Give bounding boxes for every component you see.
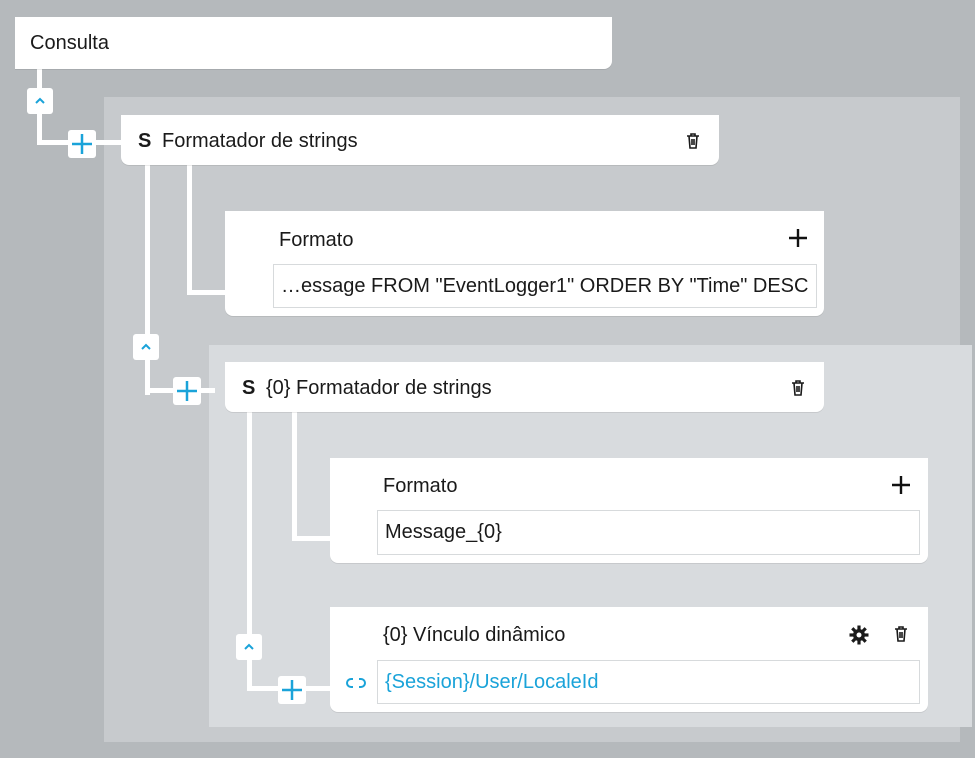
chevron-up-icon: [35, 97, 45, 104]
trash-icon[interactable]: [788, 378, 808, 398]
tree-connector: [187, 160, 192, 295]
root-query-label: Consulta: [30, 32, 109, 54]
formatter2-node[interactable]: S {0} Formatador de strings: [225, 362, 824, 412]
formatter2-format-node: Formato Message_{0}: [330, 458, 928, 563]
format-input-value: Message_{0}: [385, 521, 502, 543]
tree-connector: [145, 160, 150, 395]
tree-connector: [187, 290, 229, 295]
formatter1-node[interactable]: S Formatador de strings: [121, 115, 719, 165]
chevron-up-icon: [244, 643, 254, 650]
dynamic-binding-node: {0} Vínculo dinâmico {Session}/User/Loca…: [330, 607, 928, 712]
string-s-icon: S: [138, 130, 152, 152]
root-query-node[interactable]: Consulta: [15, 17, 612, 69]
collapse-toggle[interactable]: [236, 634, 262, 660]
format-input-value: …essage FROM "EventLogger1" ORDER BY "Ti…: [281, 274, 809, 297]
trash-icon[interactable]: [683, 131, 703, 151]
tree-connector: [292, 536, 332, 541]
add-child-button[interactable]: [278, 676, 306, 704]
gear-icon[interactable]: [848, 624, 870, 646]
format-label: Formato: [279, 229, 354, 251]
formatter1-title: Formatador de strings: [162, 130, 358, 152]
format-label: Formato: [383, 475, 458, 497]
plus-icon: [72, 134, 92, 154]
plus-icon[interactable]: [786, 226, 810, 250]
binding-path-input[interactable]: {Session}/User/LocaleId: [377, 660, 920, 704]
format-input[interactable]: Message_{0}: [377, 510, 920, 555]
binding-path-value: {Session}/User/LocaleId: [385, 670, 599, 693]
plus-icon[interactable]: [889, 473, 913, 497]
chevron-up-icon: [141, 343, 151, 350]
collapse-toggle[interactable]: [27, 88, 53, 114]
binding-title: {0} Vínculo dinâmico: [383, 624, 566, 646]
tree-connector: [292, 408, 297, 541]
plus-icon: [177, 381, 197, 401]
add-child-button[interactable]: [68, 130, 96, 158]
formatter2-title: {0} Formatador de strings: [266, 377, 492, 399]
collapse-toggle[interactable]: [133, 334, 159, 360]
link-icon: [345, 675, 367, 691]
format-input[interactable]: …essage FROM "EventLogger1" ORDER BY "Ti…: [273, 264, 817, 308]
add-child-button[interactable]: [173, 377, 201, 405]
string-s-icon: S: [242, 377, 256, 399]
plus-icon: [282, 680, 302, 700]
tree-connector: [247, 408, 252, 691]
formatter1-format-node: Formato …essage FROM "EventLogger1" ORDE…: [225, 211, 824, 316]
trash-icon[interactable]: [891, 624, 911, 644]
